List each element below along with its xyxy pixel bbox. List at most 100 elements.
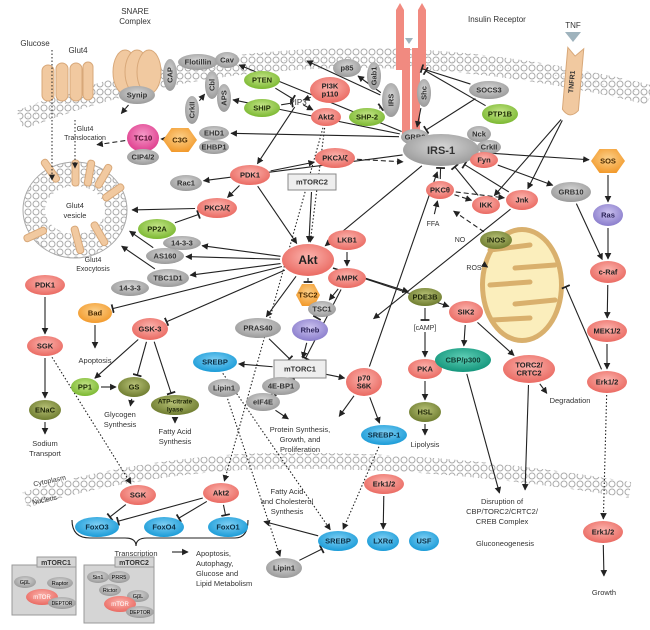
- node-shape: [203, 483, 239, 503]
- node-shape: [197, 198, 237, 218]
- node-label: APS: [220, 90, 229, 105]
- node-irs: IRS: [382, 83, 400, 117]
- node-shape: [273, 359, 327, 379]
- label-gluconeo: Gluconeogenesis: [476, 539, 534, 548]
- node-label: TSC1: [312, 305, 331, 314]
- edge-ship-to-pip3x: [281, 98, 294, 108]
- node-erk12_a: Erk1/2: [587, 371, 627, 393]
- node-inos: iNOS: [480, 231, 512, 249]
- node-shape: [403, 134, 479, 166]
- edge-sik2-to-torc2: [477, 321, 515, 356]
- label-disrupt-2: CBP/TORC2/CRTC2/: [466, 507, 539, 516]
- node-shape: [311, 108, 341, 126]
- node-pras40: PRAS40: [235, 318, 281, 338]
- node-label: SGK: [37, 342, 54, 351]
- label-insulin-receptor: Insulin Receptor: [468, 15, 526, 24]
- node-p1433_a: 14-3-3: [163, 236, 201, 250]
- node-shape: [144, 517, 184, 537]
- edge-shp2-to-irs: [377, 103, 385, 112]
- edge-akt-to-pras40: [265, 275, 297, 318]
- label-glycogen-1: Glycogen: [104, 410, 136, 419]
- node-label: USF: [417, 537, 432, 546]
- node-label: Erk1/2: [373, 480, 396, 489]
- node-label: SGK: [130, 491, 147, 500]
- node-ship: SHIP: [244, 99, 280, 117]
- node-label: lyase: [167, 407, 184, 414]
- node-shape: [217, 84, 231, 112]
- node-label: TBC1D1: [153, 274, 182, 283]
- node-shape: [120, 485, 156, 505]
- node-shape: [163, 59, 177, 91]
- label-tnf: TNF: [565, 21, 581, 30]
- node-tsc2: TSC2: [296, 284, 320, 306]
- node-label: p70: [358, 374, 371, 383]
- node-label: TORC2/: [515, 361, 543, 370]
- insulin-receptor: [396, 3, 426, 140]
- node-label: C3G: [172, 136, 188, 145]
- node-shape: [235, 318, 281, 338]
- edge-pkc_lz_left-to-pt: [131, 206, 196, 214]
- node-shp2: SHP-2: [349, 108, 385, 126]
- edge-torc2-to-pt: [521, 384, 530, 491]
- node-shape: [435, 348, 491, 372]
- node-c3g: C3G: [163, 128, 197, 152]
- node-label: PP2A: [147, 225, 167, 234]
- label-no: NO: [455, 237, 466, 244]
- node-label: HSL: [418, 408, 433, 417]
- node-shape: [262, 377, 300, 395]
- edge-sgk_top-to-sgk_nuc: [51, 356, 132, 485]
- legend-raptor: Raptor: [52, 581, 69, 587]
- node-label: Flotillin: [185, 58, 212, 67]
- node-shape: [408, 359, 442, 379]
- node-shape: [193, 352, 237, 372]
- node-pten: PTEN: [244, 71, 280, 89]
- label-outcome-1: Apoptosis,: [196, 549, 231, 558]
- node-lkb1: LKB1: [328, 230, 366, 250]
- edge-mtorc1-to-srebp_a: [238, 361, 273, 368]
- node-gab1: Gab1: [367, 62, 381, 90]
- node-label: p85: [341, 64, 354, 73]
- node-shape: [361, 425, 407, 445]
- label-exocytosis-2: Exocytosis: [76, 266, 110, 273]
- node-crkii_a: CrkII: [185, 96, 199, 124]
- node-shape: [27, 336, 63, 356]
- node-irs1: IRS-1: [403, 134, 479, 166]
- node-cbp: CBP/p300: [435, 348, 491, 372]
- edge-p70-to-pt: [368, 171, 439, 367]
- node-shape: [215, 52, 239, 68]
- node-label: GSK-3: [139, 325, 162, 334]
- edge-erk12_a-to-erk12_b: [600, 394, 608, 520]
- edge-p70-to-pt: [338, 395, 355, 417]
- node-label: GRB10: [558, 188, 583, 197]
- node-enac: ENaC: [29, 400, 61, 420]
- node-shape: [230, 165, 270, 185]
- node-shape: [138, 219, 176, 239]
- node-label: Cbl: [208, 79, 217, 91]
- node-label: Rheb: [301, 326, 320, 335]
- node-label: iNOS: [487, 236, 505, 245]
- node-shape: [208, 379, 240, 397]
- label-tnfr1: TNFR1: [568, 70, 577, 93]
- node-sos: SOS: [591, 149, 625, 173]
- node-bad: Bad: [78, 303, 112, 323]
- edge-lipin1_nuc-to-srebp_nuc: [299, 544, 325, 561]
- label-exocytosis-1: Glut4: [85, 257, 102, 264]
- node-label: Erk1/2: [596, 378, 619, 387]
- edge-p70-to-srebp1: [369, 397, 381, 424]
- node-shape: [551, 182, 591, 202]
- label-fa-chol-1: Fatty Acid: [271, 487, 304, 496]
- label-disrupt-1: Disruption of: [481, 497, 524, 506]
- node-shape: [78, 303, 112, 323]
- node-rac1: Rac1: [170, 175, 202, 191]
- legend-gbl-2: GβL: [133, 594, 144, 600]
- node-shape: [426, 181, 454, 199]
- edge-gsk3-to-gs: [132, 341, 148, 378]
- edge-pip3x-to-akt2_top: [303, 104, 314, 111]
- node-shape: [333, 59, 361, 77]
- node-label: PTP1B: [488, 110, 513, 119]
- label-pip3: PIP3: [289, 98, 307, 107]
- node-shape: [292, 319, 328, 341]
- node-shape: [367, 62, 381, 90]
